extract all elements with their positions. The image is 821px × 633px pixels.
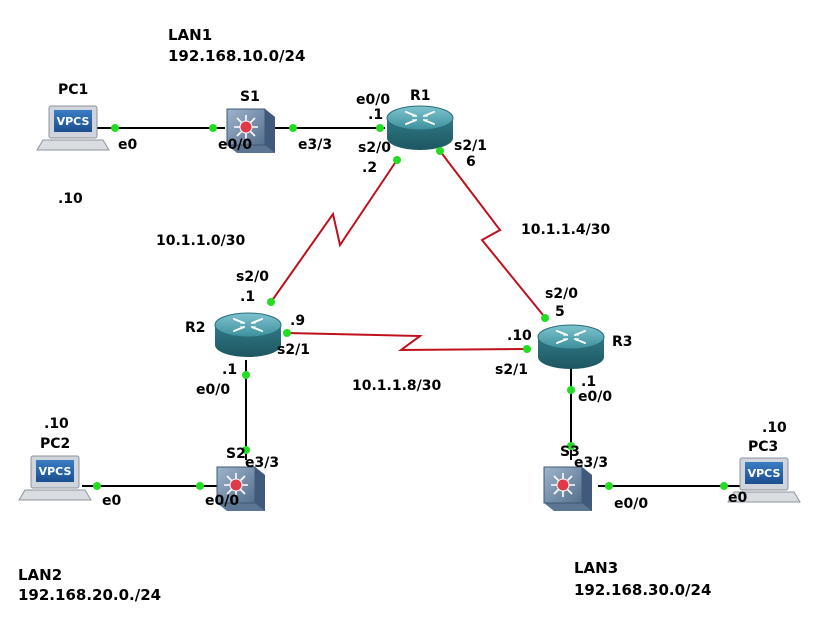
lan1-name: LAN1 — [168, 26, 212, 44]
s1-port-router: e3/3 — [298, 137, 332, 153]
r3-s21-addr: .10 — [507, 328, 532, 344]
pc3-icon-label: VPCS — [748, 467, 781, 480]
r2-s20-addr: .1 — [240, 289, 255, 305]
pc2-icon-label: VPCS — [39, 465, 72, 478]
r3-s20-addr: 5 — [555, 304, 565, 320]
lan1-subnet: 192.168.10.0/24 — [168, 47, 305, 65]
r3-s21-port: s2/1 — [495, 362, 528, 378]
link-r1-r3-subnet: 10.1.1.4/30 — [521, 222, 611, 238]
lan3-name: LAN3 — [574, 559, 618, 577]
port-dot-r3-s21 — [523, 345, 531, 353]
s3-port-pc: e0/0 — [614, 496, 648, 512]
serial-links — [270, 150, 544, 352]
r1-name: R1 — [410, 88, 431, 104]
pc1-icon-label: VPCS — [57, 115, 90, 128]
lan3-subnet: 192.168.30.0/24 — [574, 581, 711, 599]
pc3-name: PC3 — [748, 439, 778, 455]
r2-s20-port: s2/0 — [236, 269, 269, 285]
r1-lan-addr: .1 — [368, 107, 383, 123]
port-dot-r3-e00 — [567, 386, 575, 394]
port-dot-r2-s21 — [283, 329, 291, 337]
r1-s21-addr: 6 — [466, 154, 476, 170]
pc3-port: e0 — [728, 490, 747, 506]
router-r3[interactable] — [537, 324, 605, 370]
r3-lan-addr: .1 — [581, 374, 596, 390]
ethernet-links — [82, 127, 740, 487]
link-r2-r3-subnet: 10.1.1.8/30 — [352, 378, 442, 394]
r2-lan-addr: .1 — [222, 362, 237, 378]
r3-lan-port: e0/0 — [578, 389, 612, 405]
serial-link-r1-r2 — [270, 159, 398, 303]
s3-name: S3 — [560, 444, 580, 460]
s1-port-pc: e0/0 — [218, 137, 252, 153]
port-dot-r1-s20 — [393, 156, 401, 164]
port-dot-pc1-e0 — [111, 124, 119, 132]
r2-s21-addr: .9 — [290, 313, 305, 329]
r1-s21-port: s2/1 — [454, 138, 487, 154]
r2-s21-port: s2/1 — [277, 342, 310, 358]
r1-lan-port: e0/0 — [356, 92, 390, 108]
serial-link-r1-r3 — [439, 150, 544, 316]
port-dot-s1-e00 — [209, 124, 217, 132]
s2-name: S2 — [226, 446, 246, 462]
r2-name: R2 — [185, 320, 206, 336]
pc2-port: e0 — [102, 493, 121, 509]
port-dot-s3-e33 — [567, 442, 575, 450]
lan2-subnet: 192.168.20.0./24 — [18, 586, 161, 604]
port-dot-r1-s21 — [436, 147, 444, 155]
router-r1[interactable] — [386, 105, 454, 151]
pc1-port: e0 — [118, 137, 137, 153]
port-dot-s1-e33 — [289, 124, 297, 132]
r3-s20-port: s2/0 — [545, 286, 578, 302]
pc2-address: .10 — [44, 416, 69, 432]
pc1-name: PC1 — [58, 82, 88, 98]
r2-lan-port: e0/0 — [196, 382, 230, 398]
port-dot-pc2-e0 — [93, 482, 101, 490]
s2-port-pc: e0/0 — [205, 493, 239, 509]
router-r2[interactable] — [214, 312, 282, 358]
port-dot-s3-e00 — [605, 482, 613, 490]
serial-link-r2-r3 — [286, 332, 528, 352]
pc3[interactable]: VPCS — [727, 457, 801, 503]
r1-s20-port: s2/0 — [358, 140, 391, 156]
port-dot-r1-e00 — [376, 124, 384, 132]
port-indicators — [93, 124, 728, 490]
link-r1-r2-subnet: 10.1.1.0/30 — [156, 233, 246, 249]
port-dot-pc3-e0 — [720, 482, 728, 490]
port-dot-r2-s20 — [267, 298, 275, 306]
port-dot-s2-e33 — [242, 446, 250, 454]
r1-s20-addr: .2 — [362, 160, 377, 176]
port-dot-r2-e00 — [242, 371, 250, 379]
s2-port-router: e3/3 — [245, 455, 279, 471]
pc1-address: .10 — [58, 191, 83, 207]
pc2[interactable]: VPCS — [18, 455, 92, 501]
pc3-address: .10 — [762, 420, 787, 436]
port-dot-s2-e00 — [196, 482, 204, 490]
switch-s3[interactable] — [543, 466, 593, 512]
port-dot-r3-s20 — [541, 314, 549, 322]
s3-port-router: e3/3 — [574, 455, 608, 471]
pc1[interactable]: VPCS — [36, 105, 110, 151]
r3-name: R3 — [612, 334, 633, 350]
lan2-name: LAN2 — [18, 566, 62, 584]
pc2-name: PC2 — [40, 436, 70, 452]
s1-name: S1 — [240, 89, 260, 105]
